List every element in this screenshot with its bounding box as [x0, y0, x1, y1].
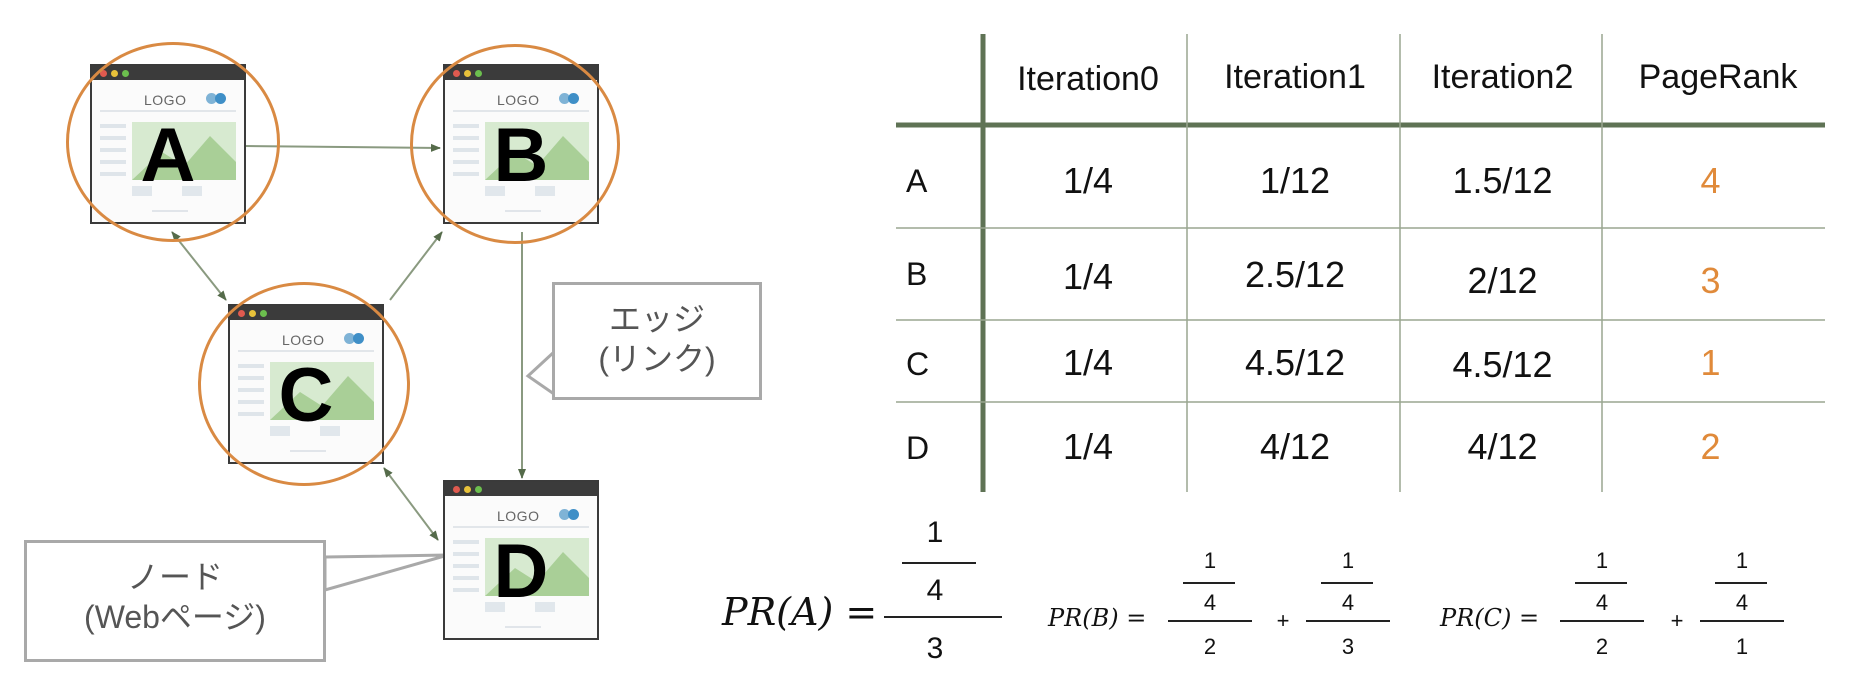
logo-text: LOGO: [497, 508, 540, 524]
node-callout: ノード (Webページ): [24, 540, 326, 662]
row-label-b: B: [906, 256, 928, 292]
formula-pr-a-mid: 4: [926, 574, 944, 607]
cell-c-iter1: 4.5/12: [1244, 342, 1346, 383]
formula-pr-a-lhs: PR(A) =: [722, 590, 878, 634]
formula-pr-c-m2: 4: [1735, 590, 1749, 615]
formula-pr-b-m2: 4: [1341, 590, 1355, 615]
formula-pr-c-t1: 1: [1595, 548, 1609, 573]
edge-callout: エッジ (リンク): [552, 282, 762, 400]
cell-b-pagerank: 3: [1700, 260, 1721, 301]
formula-pr-c-lhs: PR(C) =: [1440, 604, 1540, 632]
formula-pr-b-m1: 4: [1203, 590, 1217, 615]
cell-d-iter0: 1/4: [1062, 426, 1114, 467]
highlight-ring-b: [410, 44, 620, 244]
node-letter: D: [493, 529, 549, 614]
cell-c-pagerank: 1: [1700, 342, 1721, 383]
cell-a-iter2: 1.5/12: [1452, 160, 1553, 201]
edge-c-d: [383, 467, 439, 541]
highlight-ring-c: [198, 282, 410, 486]
toggle-icon: [559, 509, 581, 520]
edge-a-c: [171, 231, 227, 301]
table-header-iteration2: Iteration2: [1431, 58, 1574, 96]
image-placeholder-icon: [485, 538, 589, 596]
cell-d-iter2: 4/12: [1467, 426, 1538, 467]
formula-pr-b-t2: 1: [1341, 548, 1355, 573]
row-label-a: A: [906, 163, 928, 199]
cell-c-iter2: 4.5/12: [1452, 344, 1553, 385]
edge-c-b: [389, 231, 443, 301]
cell-d-iter1: 4/12: [1259, 426, 1331, 467]
formula-pr-b-b2: 3: [1341, 634, 1355, 659]
cell-b-iter0: 1/4: [1062, 256, 1114, 297]
formula-pr-b-lhs: PR(B) =: [1048, 604, 1147, 632]
cell-a-pagerank: 4: [1700, 160, 1721, 201]
formula-pr-b-plus: +: [1276, 608, 1290, 633]
edge-callout-line2: (リンク): [598, 341, 716, 377]
cell-d-pagerank: 2: [1700, 426, 1721, 467]
node-callout-line1: ノード: [126, 559, 223, 595]
formula-pr-a-top: 1: [926, 516, 944, 549]
node-callout-line2: (Webページ): [84, 599, 266, 635]
cell-a-iter0: 1/4: [1062, 160, 1114, 201]
formula-pr-c-b1: 2: [1595, 634, 1609, 659]
cell-b-iter1: 2.5/12: [1244, 254, 1346, 295]
formula-pr-a-bottom: 3: [926, 632, 944, 665]
table-header-iteration1: Iteration1: [1224, 58, 1366, 96]
formula-pr-c-t2: 1: [1735, 548, 1749, 573]
cell-a-iter1: 1/12: [1259, 160, 1331, 201]
formula-pr-b-t1: 1: [1203, 548, 1217, 573]
highlight-ring-a: [66, 42, 280, 242]
formula-pr-c-plus: +: [1670, 608, 1684, 633]
table-header-pagerank: PageRank: [1638, 58, 1798, 96]
formula-pr-c-m1: 4: [1595, 590, 1609, 615]
webpage-node-d: LOGO D: [443, 480, 599, 640]
row-label-c: C: [906, 346, 930, 382]
cell-c-iter0: 1/4: [1062, 342, 1114, 383]
window-titlebar: [445, 482, 597, 496]
row-label-d: D: [906, 430, 930, 466]
edge-callout-line1: エッジ: [608, 301, 705, 337]
formula-pr-c-b2: 1: [1735, 634, 1749, 659]
cell-b-iter2: 2/12: [1467, 260, 1538, 301]
formula-pr-b-b1: 2: [1203, 634, 1217, 659]
table-header-iteration0: Iteration0: [1017, 60, 1159, 98]
